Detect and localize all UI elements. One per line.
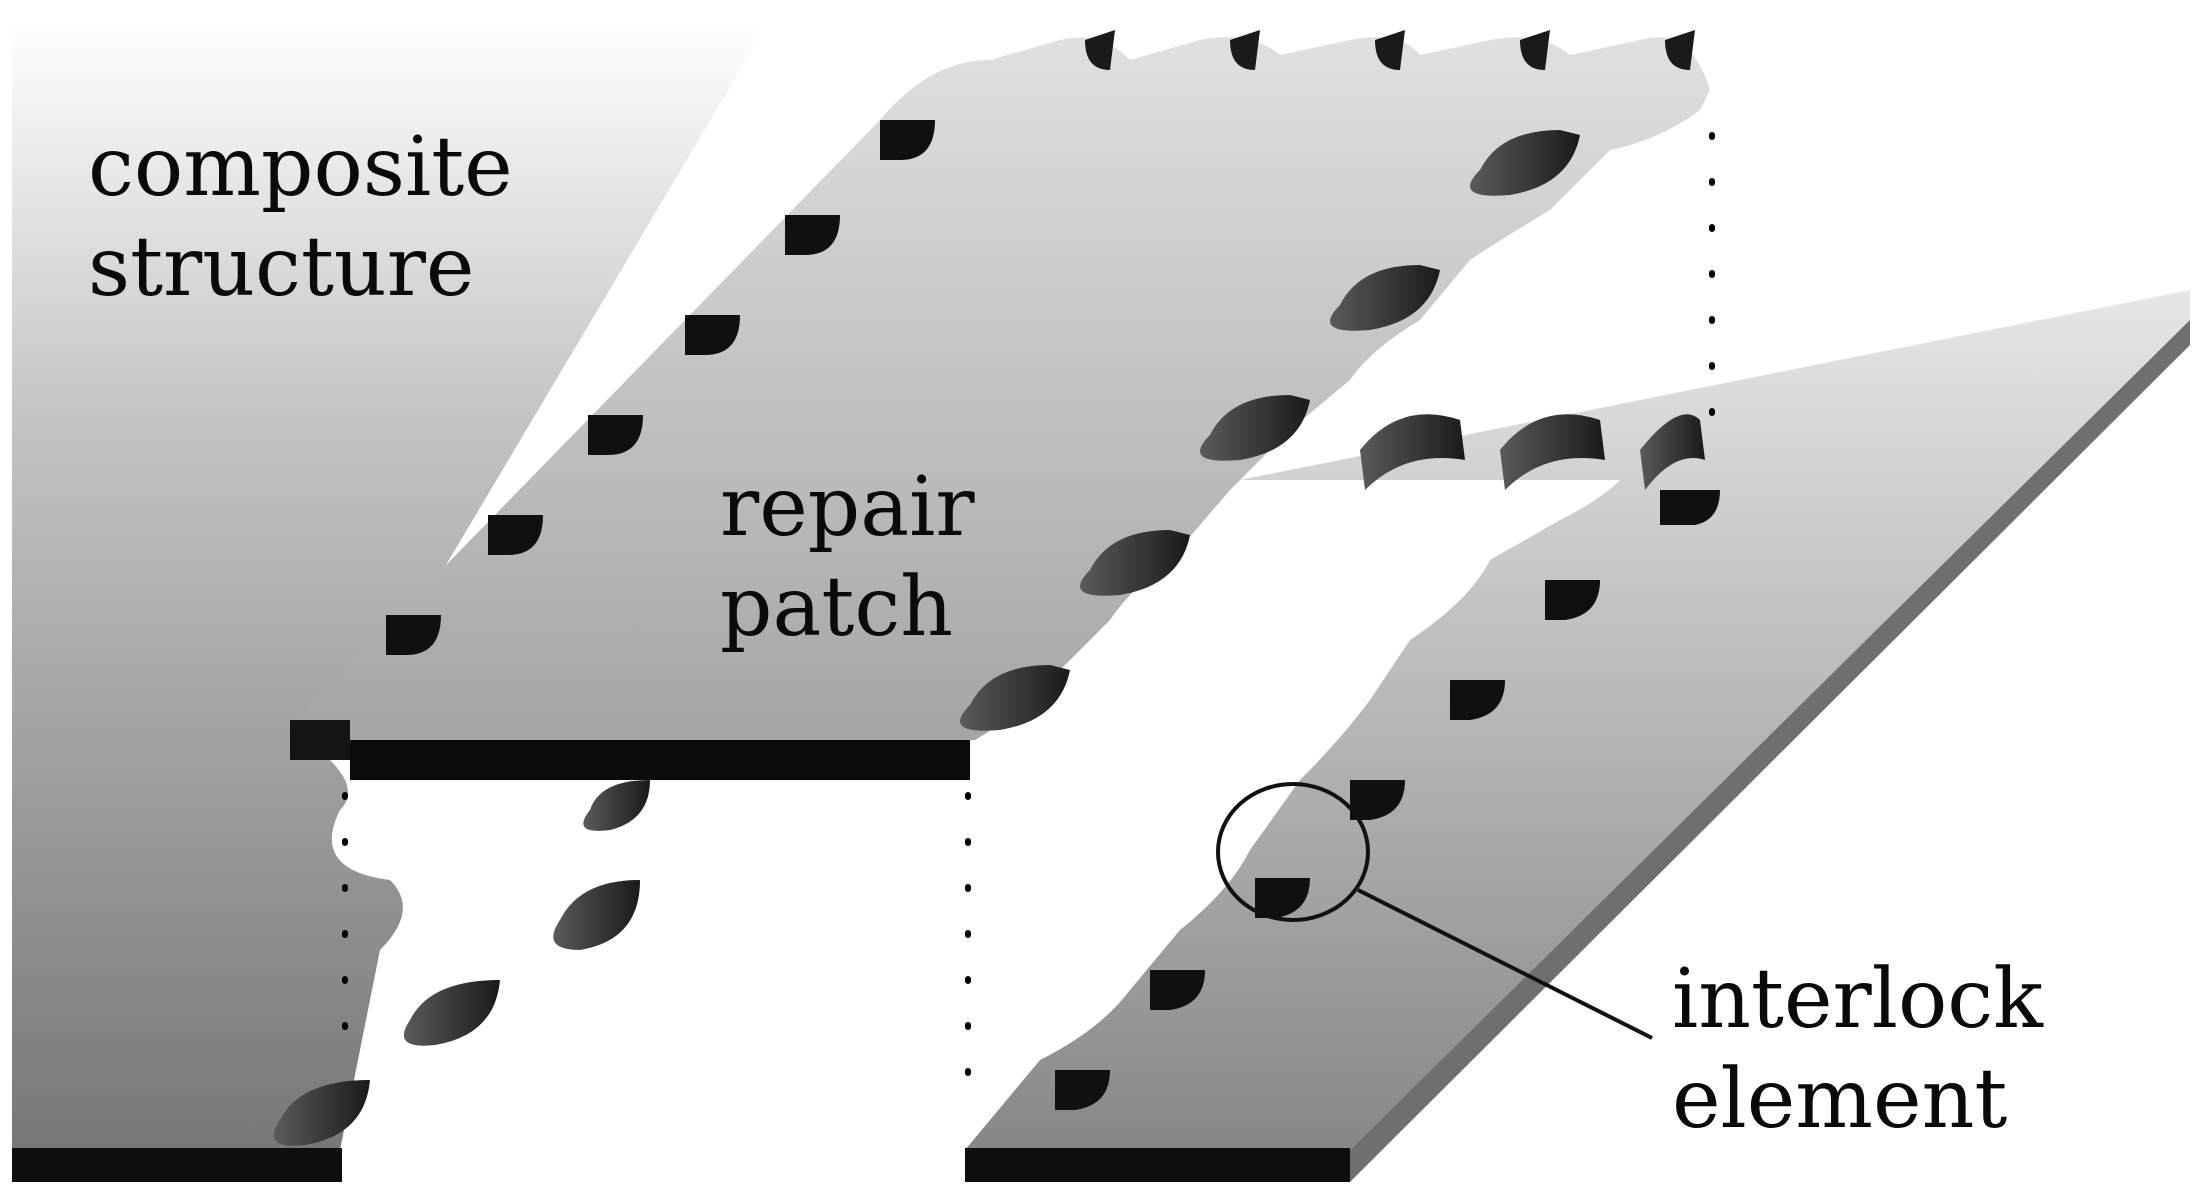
right-front-edge: [965, 1148, 1350, 1182]
wave-edge-segment: [1360, 414, 1465, 490]
label-repair-patch-line1: repair: [720, 460, 975, 555]
left-structure-wavy-edge: [273, 780, 650, 1146]
interlock-notch-icon: [386, 615, 441, 655]
tooth-shadow: [1230, 30, 1260, 70]
wave-edge-segment: [553, 880, 640, 950]
interlock-callout: [1216, 782, 1653, 1040]
interlock-notch-icon: [785, 215, 840, 255]
right-structure-notches: [1055, 490, 1720, 1110]
interlock-notch-icon: [1150, 970, 1205, 1010]
wave-edge-segment: [960, 665, 1070, 731]
callout-leader-line: [1357, 888, 1653, 1040]
interlock-notch-icon: [588, 415, 643, 455]
label-composite-structure-line2: structure: [88, 220, 475, 315]
composite-structure-right: [965, 290, 2190, 1182]
wave-edge-segment: [1470, 130, 1580, 196]
wave-edge-segment: [1080, 530, 1190, 596]
interlock-notch-icon: [1350, 780, 1405, 820]
patch-top-surface: [295, 37, 1710, 740]
tooth-shadow: [1085, 30, 1115, 70]
interlock-notch-icon: [880, 120, 935, 160]
mid-teeth: [1360, 414, 1705, 490]
wave-edge-segment: [1640, 414, 1705, 490]
interlock-notch-icon: [1055, 1070, 1110, 1110]
patch-front-edge: [350, 740, 970, 780]
tooth-shadow: [1665, 30, 1695, 70]
left-front-edge: [12, 1148, 342, 1182]
guide-lines: [342, 132, 1715, 1113]
interlock-notch-icon: [488, 515, 543, 555]
patch-notches: [386, 120, 935, 655]
wave-edge-segment: [1200, 395, 1310, 461]
label-interlock-element-line2: element: [1672, 1052, 2008, 1147]
right-side-bevel: [1350, 320, 2190, 1182]
wave-edge-segment: [403, 980, 500, 1046]
wave-edge-segment: [1330, 265, 1440, 331]
left-top-surface: [12, 20, 770, 1150]
wave-edge-segment: [583, 780, 650, 831]
wave-edge-segment: [1500, 414, 1605, 490]
tooth-shadow: [1375, 30, 1405, 70]
composite-structure-left: [12, 20, 770, 1182]
label-interlock-element-line1: interlock: [1672, 952, 2043, 1047]
patch-left-notch: [290, 720, 350, 760]
label-composite-structure-line1: composite: [88, 120, 513, 215]
interlock-highlight-ring: [1216, 782, 1370, 922]
right-top-surface: [965, 290, 2190, 1150]
patch-right-wavy-edge: [960, 130, 1580, 731]
interlock-notch-icon: [1545, 580, 1600, 620]
interlock-notch-icon: [685, 315, 740, 355]
repair-patch: [290, 37, 1710, 780]
interlock-notch-icon: [1660, 490, 1720, 525]
tooth-shadow: [1520, 30, 1550, 70]
interlock-notch-icon: [1450, 680, 1505, 720]
wave-edge-segment: [273, 1080, 370, 1146]
patch-top-teeth: [1085, 30, 1695, 70]
interlock-notch-icon: [1255, 878, 1310, 918]
label-repair-patch-line2: patch: [720, 560, 954, 655]
